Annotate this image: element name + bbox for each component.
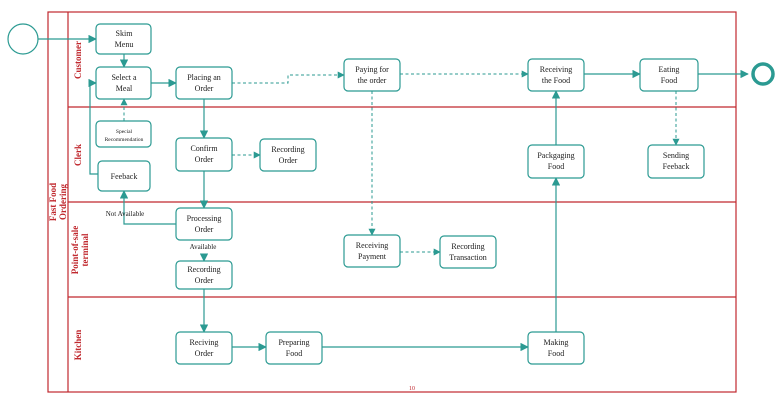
- svg-text:Food: Food: [548, 349, 564, 358]
- svg-text:Fast Food: Fast Food: [48, 183, 58, 221]
- svg-text:the Food: the Food: [542, 76, 570, 85]
- svg-text:Reciving: Reciving: [190, 338, 219, 347]
- edge-label-not-available: Not Available: [106, 210, 145, 218]
- node-special-recommendation[interactable]: Special Recommendation: [95, 120, 152, 148]
- node-sending-feedback[interactable]: Sending Feeback: [647, 144, 705, 179]
- svg-text:Menu: Menu: [115, 40, 134, 49]
- start-event[interactable]: [7, 23, 39, 55]
- svg-text:Processing: Processing: [187, 214, 222, 223]
- svg-text:Food: Food: [548, 162, 564, 171]
- pool: Fast Food Ordering Customer Clerk Point-…: [47, 11, 737, 393]
- svg-text:Order: Order: [195, 155, 214, 164]
- svg-text:Order: Order: [195, 276, 214, 285]
- svg-text:Recommendation: Recommendation: [105, 137, 144, 143]
- end-event[interactable]: [751, 62, 775, 86]
- node-recording-transaction[interactable]: Recording Transaction: [439, 235, 497, 269]
- svg-text:Skim: Skim: [116, 29, 134, 38]
- svg-text:Receiving: Receiving: [540, 65, 572, 74]
- lane-label-clerk: Clerk: [73, 144, 83, 166]
- svg-text:Special: Special: [116, 129, 133, 135]
- node-reciving-order[interactable]: Reciving Order: [175, 331, 233, 365]
- svg-text:Eating: Eating: [659, 65, 680, 74]
- flow-placing-paying: [232, 71, 345, 84]
- node-recording-order-pos[interactable]: Recording Order: [175, 260, 233, 290]
- svg-text:Receiving: Receiving: [356, 241, 388, 250]
- svg-text:Order: Order: [195, 225, 214, 234]
- svg-text:the order: the order: [358, 76, 387, 85]
- lane-label-kitchen: Kitchen: [73, 330, 83, 361]
- svg-text:terminal: terminal: [80, 233, 90, 266]
- svg-text:Preparing: Preparing: [278, 338, 309, 347]
- flow-feedback-select: [88, 78, 98, 175]
- svg-text:Recording: Recording: [271, 145, 304, 154]
- flow-processing-feedback: [119, 190, 176, 225]
- svg-text:Packgaging: Packgaging: [537, 151, 574, 160]
- svg-text:Food: Food: [286, 349, 302, 358]
- node-receiving-payment[interactable]: Receiving Payment: [343, 234, 401, 268]
- node-recording-order-clerk[interactable]: Recording Order: [259, 138, 317, 172]
- node-select-meal[interactable]: Select a Meal: [95, 66, 152, 100]
- node-packaging-food[interactable]: Packgaging Food: [527, 144, 585, 179]
- svg-text:Ordering: Ordering: [58, 184, 68, 220]
- lane-label-customer: Customer: [73, 41, 83, 79]
- svg-text:Feeback: Feeback: [111, 172, 138, 181]
- svg-text:Recording: Recording: [451, 242, 484, 251]
- svg-text:Order: Order: [195, 349, 214, 358]
- svg-text:Food: Food: [661, 76, 677, 85]
- node-paying-for-order[interactable]: Paying for the order: [343, 58, 401, 92]
- svg-text:Payment: Payment: [358, 252, 387, 261]
- lane-label-pos: Point-of-sale terminal: [70, 226, 90, 275]
- footer-mark: 10: [409, 386, 415, 392]
- svg-text:Meal: Meal: [116, 84, 133, 93]
- pool-label: Fast Food Ordering: [48, 183, 68, 221]
- svg-text:Recording: Recording: [187, 265, 220, 274]
- svg-text:Transaction: Transaction: [449, 253, 486, 262]
- svg-text:Making: Making: [544, 338, 569, 347]
- node-preparing-food[interactable]: Preparing Food: [265, 331, 323, 365]
- node-processing-order[interactable]: Processing Order: [175, 207, 233, 241]
- node-feedback[interactable]: Feeback: [97, 160, 151, 192]
- node-placing-order[interactable]: Placing an Order: [175, 66, 233, 100]
- svg-text:Feeback: Feeback: [663, 162, 690, 171]
- svg-text:Sending: Sending: [663, 151, 689, 160]
- flows: [38, 34, 749, 352]
- edge-label-available: Available: [190, 243, 217, 251]
- svg-text:Placing an: Placing an: [187, 73, 221, 82]
- svg-text:Select a: Select a: [111, 73, 137, 82]
- node-confirm-order[interactable]: Confirm Order: [175, 137, 233, 172]
- svg-text:Confirm: Confirm: [190, 144, 218, 153]
- node-receiving-food[interactable]: Receiving the Food: [527, 58, 585, 92]
- node-skim-menu[interactable]: Skim Menu: [95, 23, 152, 55]
- svg-text:Paying for: Paying for: [355, 65, 389, 74]
- node-eating-food[interactable]: Eating Food: [639, 58, 699, 92]
- svg-text:Point-of-sale: Point-of-sale: [70, 226, 80, 275]
- svg-text:Order: Order: [279, 156, 298, 165]
- node-making-food[interactable]: Making Food: [527, 331, 585, 365]
- svg-text:Order: Order: [195, 84, 214, 93]
